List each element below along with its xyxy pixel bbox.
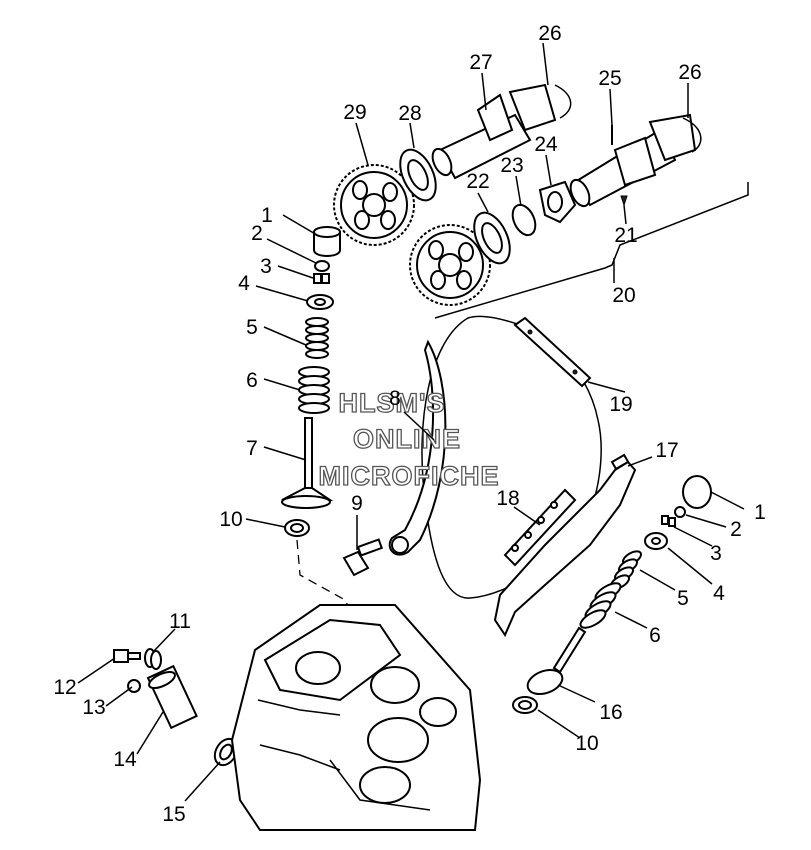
callout-9: 9 <box>351 492 363 515</box>
callout-18: 18 <box>496 487 519 510</box>
watermark-line-1: HLSM'S <box>339 388 446 418</box>
rubbing-block-18 <box>503 488 577 567</box>
callout-26-right: 26 <box>678 61 701 84</box>
callout-10-left: 10 <box>219 508 242 531</box>
callout-13: 13 <box>82 696 105 719</box>
retainer-4-left <box>306 294 334 310</box>
callout-5-left: 5 <box>246 316 258 339</box>
callout-23: 23 <box>500 154 523 177</box>
callout-25: 25 <box>598 67 621 90</box>
circlip-26-right <box>682 117 702 153</box>
bearing-28 <box>399 148 437 202</box>
tensioner-body-14 <box>146 664 198 730</box>
keepers-3-left <box>313 273 330 284</box>
leader-lines <box>77 42 745 802</box>
chain-guide-8 <box>388 339 447 556</box>
callout-12: 12 <box>53 676 76 699</box>
callout-15: 15 <box>162 803 185 826</box>
callout-4-left: 4 <box>238 272 250 295</box>
keepers-3-right <box>661 515 676 527</box>
camshaft-27 <box>431 83 557 180</box>
callout-3-right: 3 <box>710 542 722 565</box>
watermark-line-3: MICROFICHE <box>319 461 500 491</box>
holder-24 <box>538 180 577 224</box>
valve-axis-left <box>296 539 359 626</box>
callout-21: 21 <box>614 224 637 247</box>
callout-1-right: 1 <box>754 501 766 524</box>
valve-16-right <box>526 626 587 696</box>
callout-5-right: 5 <box>677 587 689 610</box>
bearing-22 <box>473 211 511 265</box>
cam-sprocket-left <box>333 164 415 246</box>
cylinder-head <box>230 604 482 831</box>
callout-3-left: 3 <box>260 255 272 278</box>
callout-8: 8 <box>389 387 401 410</box>
callout-7: 7 <box>246 437 258 460</box>
callout-24: 24 <box>534 133 558 156</box>
tensioner-guide-17 <box>493 453 637 638</box>
callout-2-right: 2 <box>730 518 742 541</box>
outer-spring-6-right <box>579 582 622 629</box>
cam-sprocket-right <box>409 224 491 306</box>
shim-2-left <box>314 260 330 272</box>
callout-6-left: 6 <box>246 369 258 392</box>
callout-19: 19 <box>609 393 632 416</box>
callout-numbers: 1 2 3 4 5 6 7 10 9 8 11 12 13 14 15 16 1… <box>53 22 766 826</box>
inner-spring-5-left <box>305 317 329 359</box>
tensioner-bolt-12 <box>113 649 141 663</box>
callout-22: 22 <box>466 170 489 193</box>
callout-20: 20 <box>612 284 635 307</box>
washer-13 <box>127 679 141 693</box>
camshaft-21 <box>569 113 697 208</box>
ring-23 <box>511 203 537 237</box>
callout-6-right: 6 <box>649 624 661 647</box>
callout-14: 14 <box>113 748 137 771</box>
callout-10-right: 10 <box>575 732 598 755</box>
bolt-9 <box>342 538 384 577</box>
tappet-1-right <box>682 475 712 509</box>
callout-26-left: 26 <box>538 22 561 45</box>
pin-21-marker <box>620 195 628 207</box>
callout-17: 17 <box>655 439 678 462</box>
circlip-26-left <box>554 84 572 119</box>
retainer-4-right <box>644 532 668 550</box>
callout-4-right: 4 <box>713 582 725 605</box>
valve-7-left <box>281 417 334 509</box>
shim-2-right <box>674 506 686 518</box>
callout-29: 29 <box>343 101 366 124</box>
callout-2-left: 2 <box>251 222 263 245</box>
callout-16: 16 <box>599 701 622 724</box>
outer-spring-6-left <box>298 366 330 414</box>
valve-seal-10-left <box>284 519 310 537</box>
valve-seal-10-right <box>512 696 538 714</box>
group-bracket-20 <box>434 182 749 319</box>
callout-11: 11 <box>169 610 191 633</box>
tappet-1-left <box>313 226 341 257</box>
watermark-line-2: ONLINE <box>353 424 461 454</box>
callout-28: 28 <box>398 102 421 125</box>
callout-27: 27 <box>469 51 492 74</box>
spring-11 <box>144 648 162 670</box>
chain-guide-top-19 <box>513 316 592 388</box>
callout-1-left: 1 <box>261 204 273 227</box>
